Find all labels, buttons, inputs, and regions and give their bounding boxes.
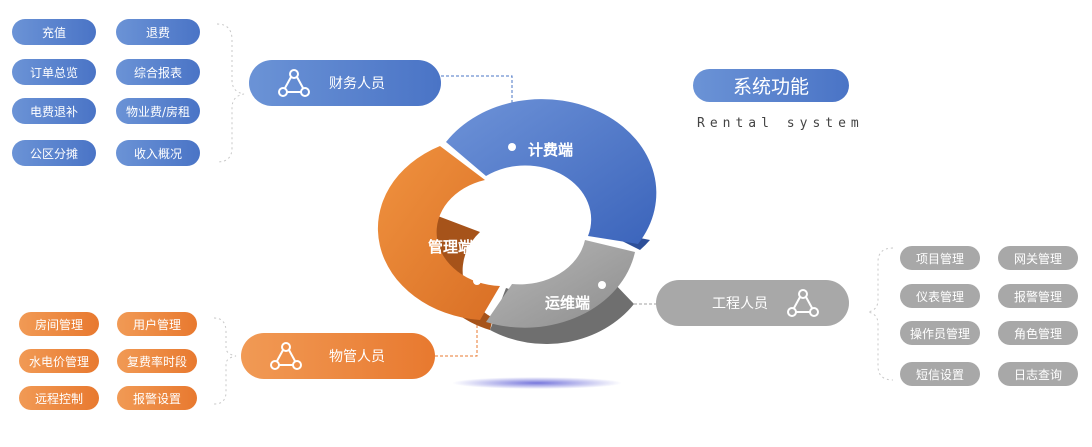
management-segment	[377, 146, 500, 320]
finance-item-property-rent[interactable]: 物业费/房租	[116, 98, 200, 124]
billing-dot	[508, 143, 516, 151]
engineering-brace	[867, 247, 894, 381]
finance-item-electric-refund[interactable]: 电费退补	[12, 98, 96, 124]
engineering-item-log[interactable]: 日志查询	[998, 362, 1078, 386]
finance-item-refund[interactable]: 退费	[116, 19, 200, 45]
donut-chart	[377, 99, 657, 345]
engineering-item-operator[interactable]: 操作员管理	[900, 321, 980, 345]
finance-item-public-share[interactable]: 公区分摊	[12, 140, 96, 166]
property-item-room[interactable]: 房间管理	[19, 312, 99, 336]
engineering-item-meter[interactable]: 仪表管理	[900, 284, 980, 308]
engineering-item-project[interactable]: 项目管理	[900, 246, 980, 270]
people-network-icon	[278, 69, 310, 97]
finance-connector	[441, 75, 513, 147]
page-subtitle: Rental system	[697, 116, 864, 131]
engineering-item-gateway[interactable]: 网关管理	[998, 246, 1078, 270]
property-role-label: 物管人员	[329, 349, 385, 365]
finance-item-income[interactable]: 收入概况	[116, 140, 200, 166]
operations-segment	[486, 240, 635, 328]
operations-dot	[598, 281, 606, 289]
billing-segment	[446, 99, 657, 245]
engineering-role-label: 工程人员	[712, 296, 768, 312]
finance-item-order-overview[interactable]: 订单总览	[12, 59, 96, 85]
engineering-item-role[interactable]: 角色管理	[998, 321, 1078, 345]
engineering-item-sms[interactable]: 短信设置	[900, 362, 980, 386]
finance-item-recharge[interactable]: 充值	[12, 19, 96, 45]
property-item-rate-period[interactable]: 复费率时段	[117, 349, 197, 373]
page-title: 系统功能	[693, 69, 849, 102]
engineering-item-alarm[interactable]: 报警管理	[998, 284, 1078, 308]
management-dot	[473, 277, 481, 285]
property-role[interactable]: 物管人员	[241, 333, 435, 379]
engineering-role[interactable]: 工程人员	[656, 280, 849, 326]
billing-segment-label: 计费端	[528, 141, 574, 159]
donut-shadow	[452, 377, 622, 389]
people-network-icon	[270, 342, 302, 370]
operations-segment-label: 运维端	[545, 294, 591, 312]
finance-brace	[216, 23, 245, 163]
finance-item-report[interactable]: 综合报表	[116, 59, 200, 85]
finance-role-label: 财务人员	[329, 76, 385, 92]
people-network-icon	[787, 289, 819, 317]
property-brace	[213, 317, 237, 405]
management-segment-label: 管理端	[428, 238, 474, 256]
finance-role[interactable]: 财务人员	[249, 60, 441, 106]
property-item-price[interactable]: 水电价管理	[19, 349, 99, 373]
property-item-user[interactable]: 用户管理	[117, 312, 197, 336]
property-item-remote[interactable]: 远程控制	[19, 386, 99, 410]
property-item-alarm[interactable]: 报警设置	[117, 386, 197, 410]
